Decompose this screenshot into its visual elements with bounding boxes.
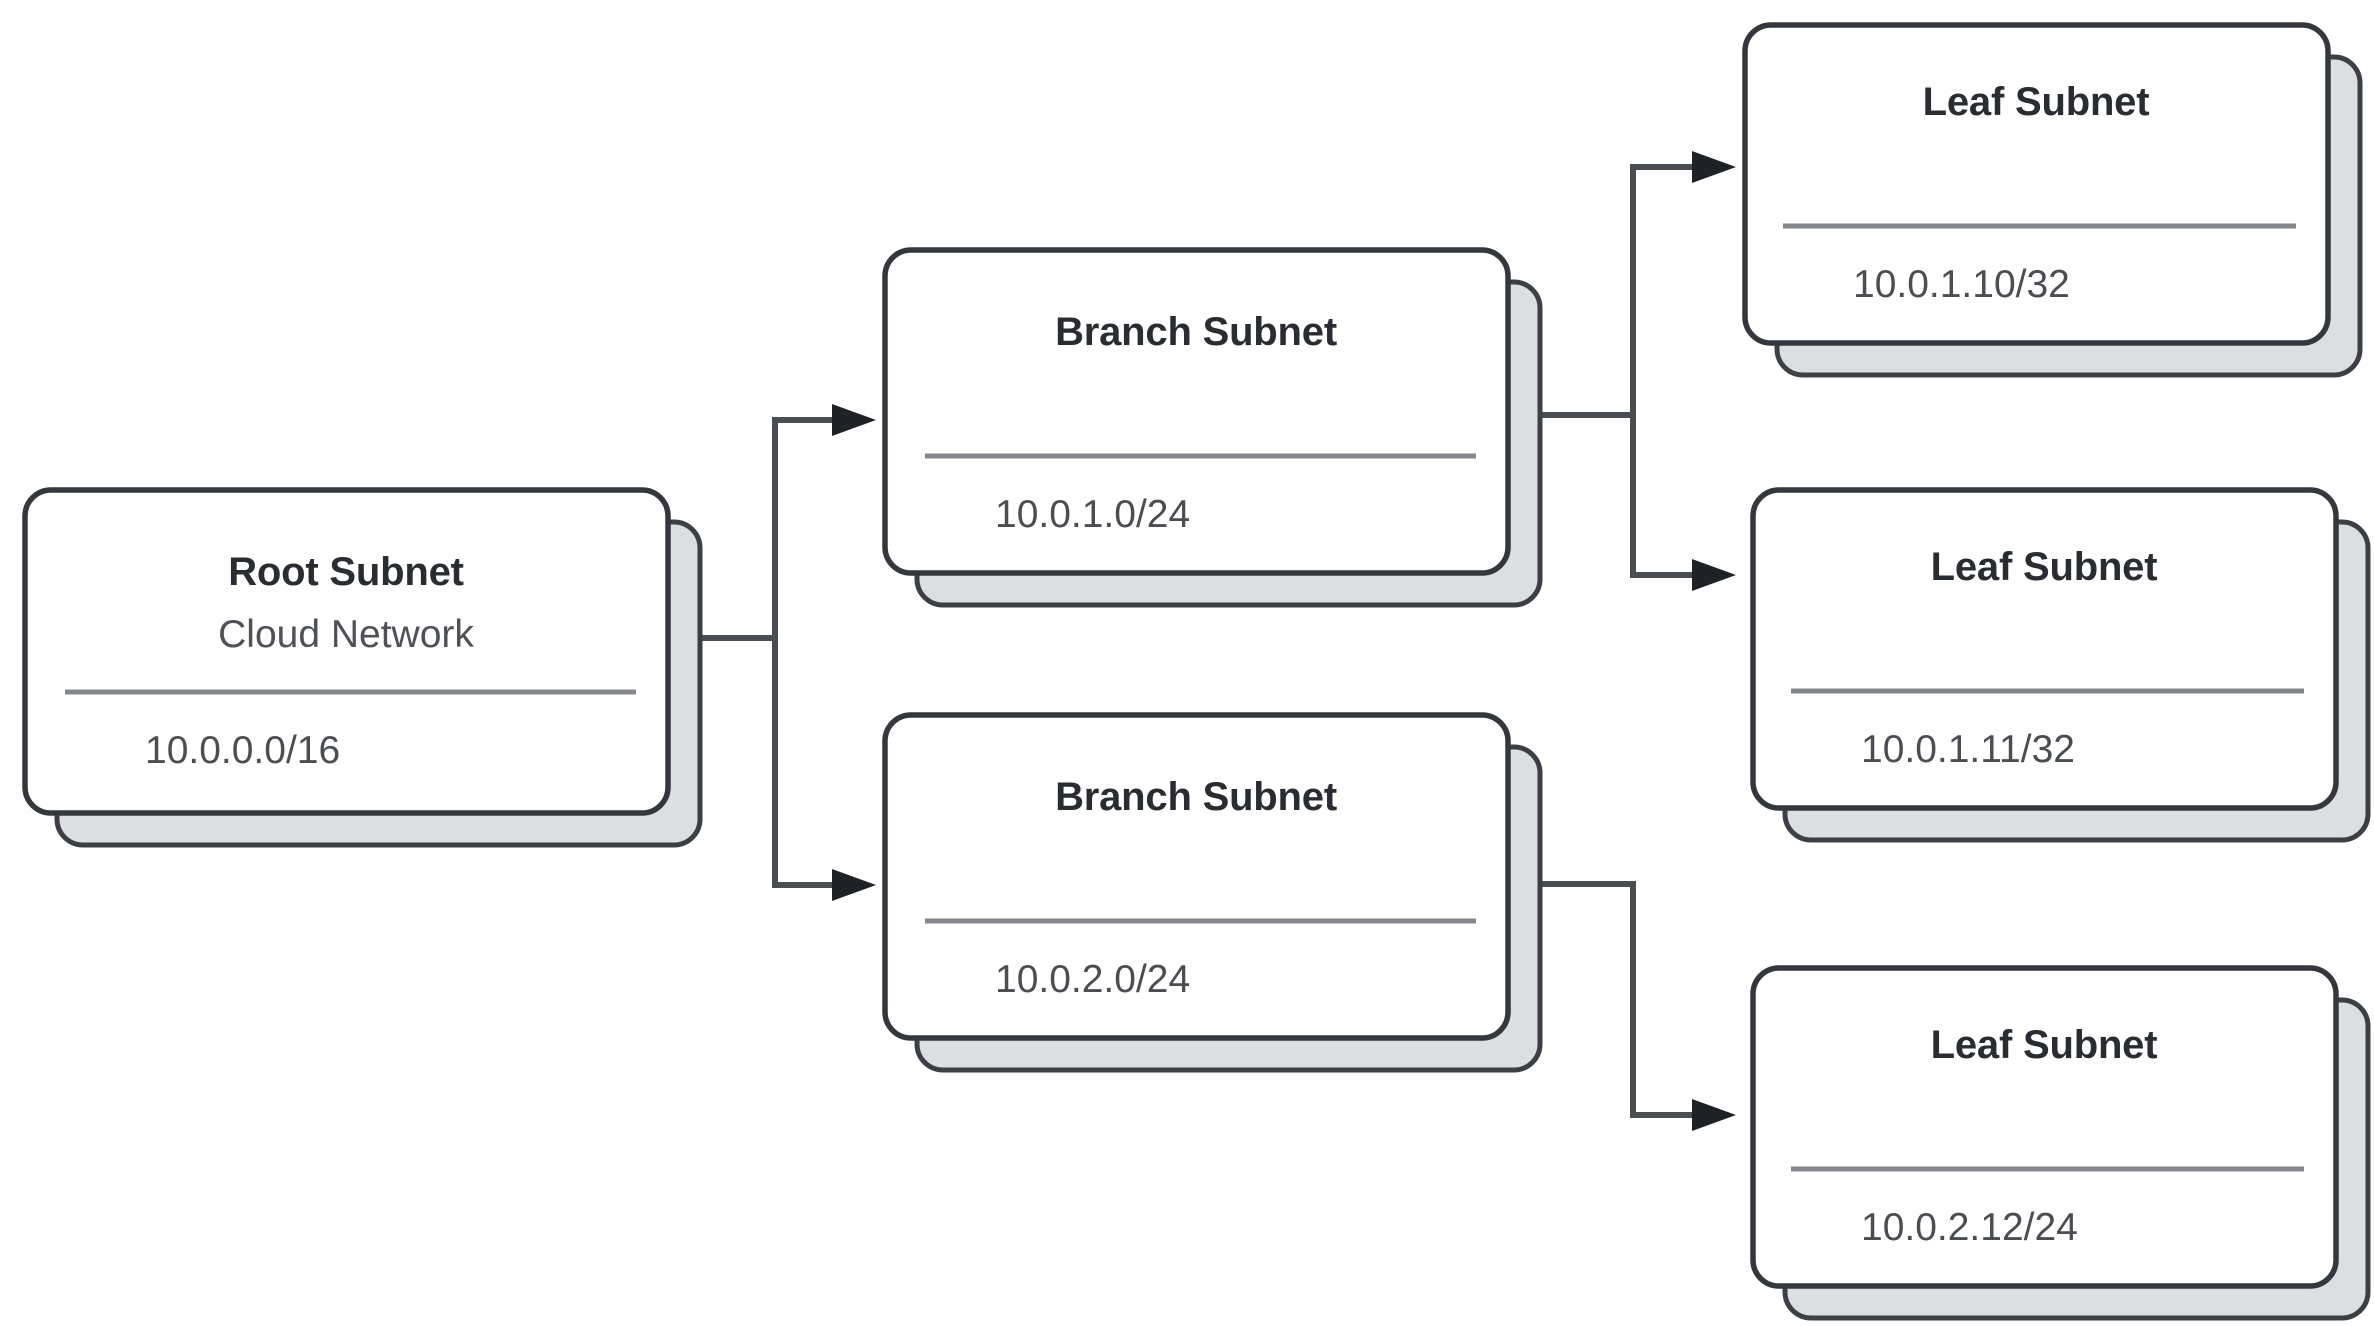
node-branch-subnet-2[interactable]: Branch Subnet 10.0.2.0/24	[882, 712, 1543, 1073]
leaf-subnet-2-card-face	[1750, 487, 2339, 811]
edge-root-to-branch-1	[772, 417, 832, 638]
leaf-subnet-1-title: Leaf Subnet	[1923, 80, 2150, 124]
root-subnet-title: Root Subnet	[228, 550, 464, 594]
node-branch-subnet-1[interactable]: Branch Subnet 10.0.1.0/24	[882, 247, 1543, 608]
edge-branch-1-to-leaf-2	[1630, 415, 1692, 578]
leaf-subnet-2-title: Leaf Subnet	[1931, 545, 2158, 589]
leaf-subnet-3-card-face	[1750, 965, 2339, 1289]
root-subnet-card-face	[22, 487, 671, 816]
root-subnet-subtitle: Cloud Network	[218, 613, 474, 656]
branch-subnet-2-title: Branch Subnet	[1055, 775, 1337, 819]
branch-subnet-1-title: Branch Subnet	[1055, 310, 1337, 354]
branch-subnet-1-cidr: 10.0.1.0/24	[995, 493, 1190, 536]
node-leaf-subnet-2[interactable]: Leaf Subnet 10.0.1.11/32	[1750, 487, 2371, 843]
leaf-subnet-3-title: Leaf Subnet	[1931, 1023, 2158, 1067]
arrowhead-leaf-3	[1692, 1099, 1736, 1131]
edge-root-to-branches	[700, 404, 876, 901]
edge-branch-1-to-leaf-1	[1630, 164, 1692, 415]
arrowhead-leaf-2	[1692, 559, 1736, 591]
leaf-subnet-1-card-face	[1742, 22, 2331, 346]
root-subnet-cidr: 10.0.0.0/16	[145, 729, 340, 772]
node-leaf-subnet-3[interactable]: Leaf Subnet 10.0.2.12/24	[1750, 965, 2371, 1321]
branch-subnet-2-card-face	[882, 712, 1511, 1041]
edge-branch-1-to-leaves	[1540, 151, 1736, 591]
arrowhead-branch-1	[832, 404, 876, 436]
leaf-subnet-3-cidr: 10.0.2.12/24	[1861, 1206, 2078, 1249]
node-leaf-subnet-1[interactable]: Leaf Subnet 10.0.1.10/32	[1742, 22, 2363, 378]
branch-subnet-2-cidr: 10.0.2.0/24	[995, 958, 1190, 1001]
node-root-subnet[interactable]: Root Subnet Cloud Network 10.0.0.0/16	[22, 487, 703, 848]
arrowhead-leaf-1	[1692, 151, 1736, 183]
edge-root-to-branch-2	[772, 638, 832, 888]
arrowhead-branch-2	[832, 869, 876, 901]
leaf-subnet-1-cidr: 10.0.1.10/32	[1853, 263, 2070, 306]
connector-group	[700, 151, 1736, 1131]
leaf-subnet-2-cidr: 10.0.1.11/32	[1861, 728, 2075, 771]
edge-branch-2-to-leaf-3	[1520, 881, 1692, 1118]
branch-subnet-1-card-face	[882, 247, 1511, 576]
edge-branch-2-to-leaves	[1520, 881, 1736, 1131]
